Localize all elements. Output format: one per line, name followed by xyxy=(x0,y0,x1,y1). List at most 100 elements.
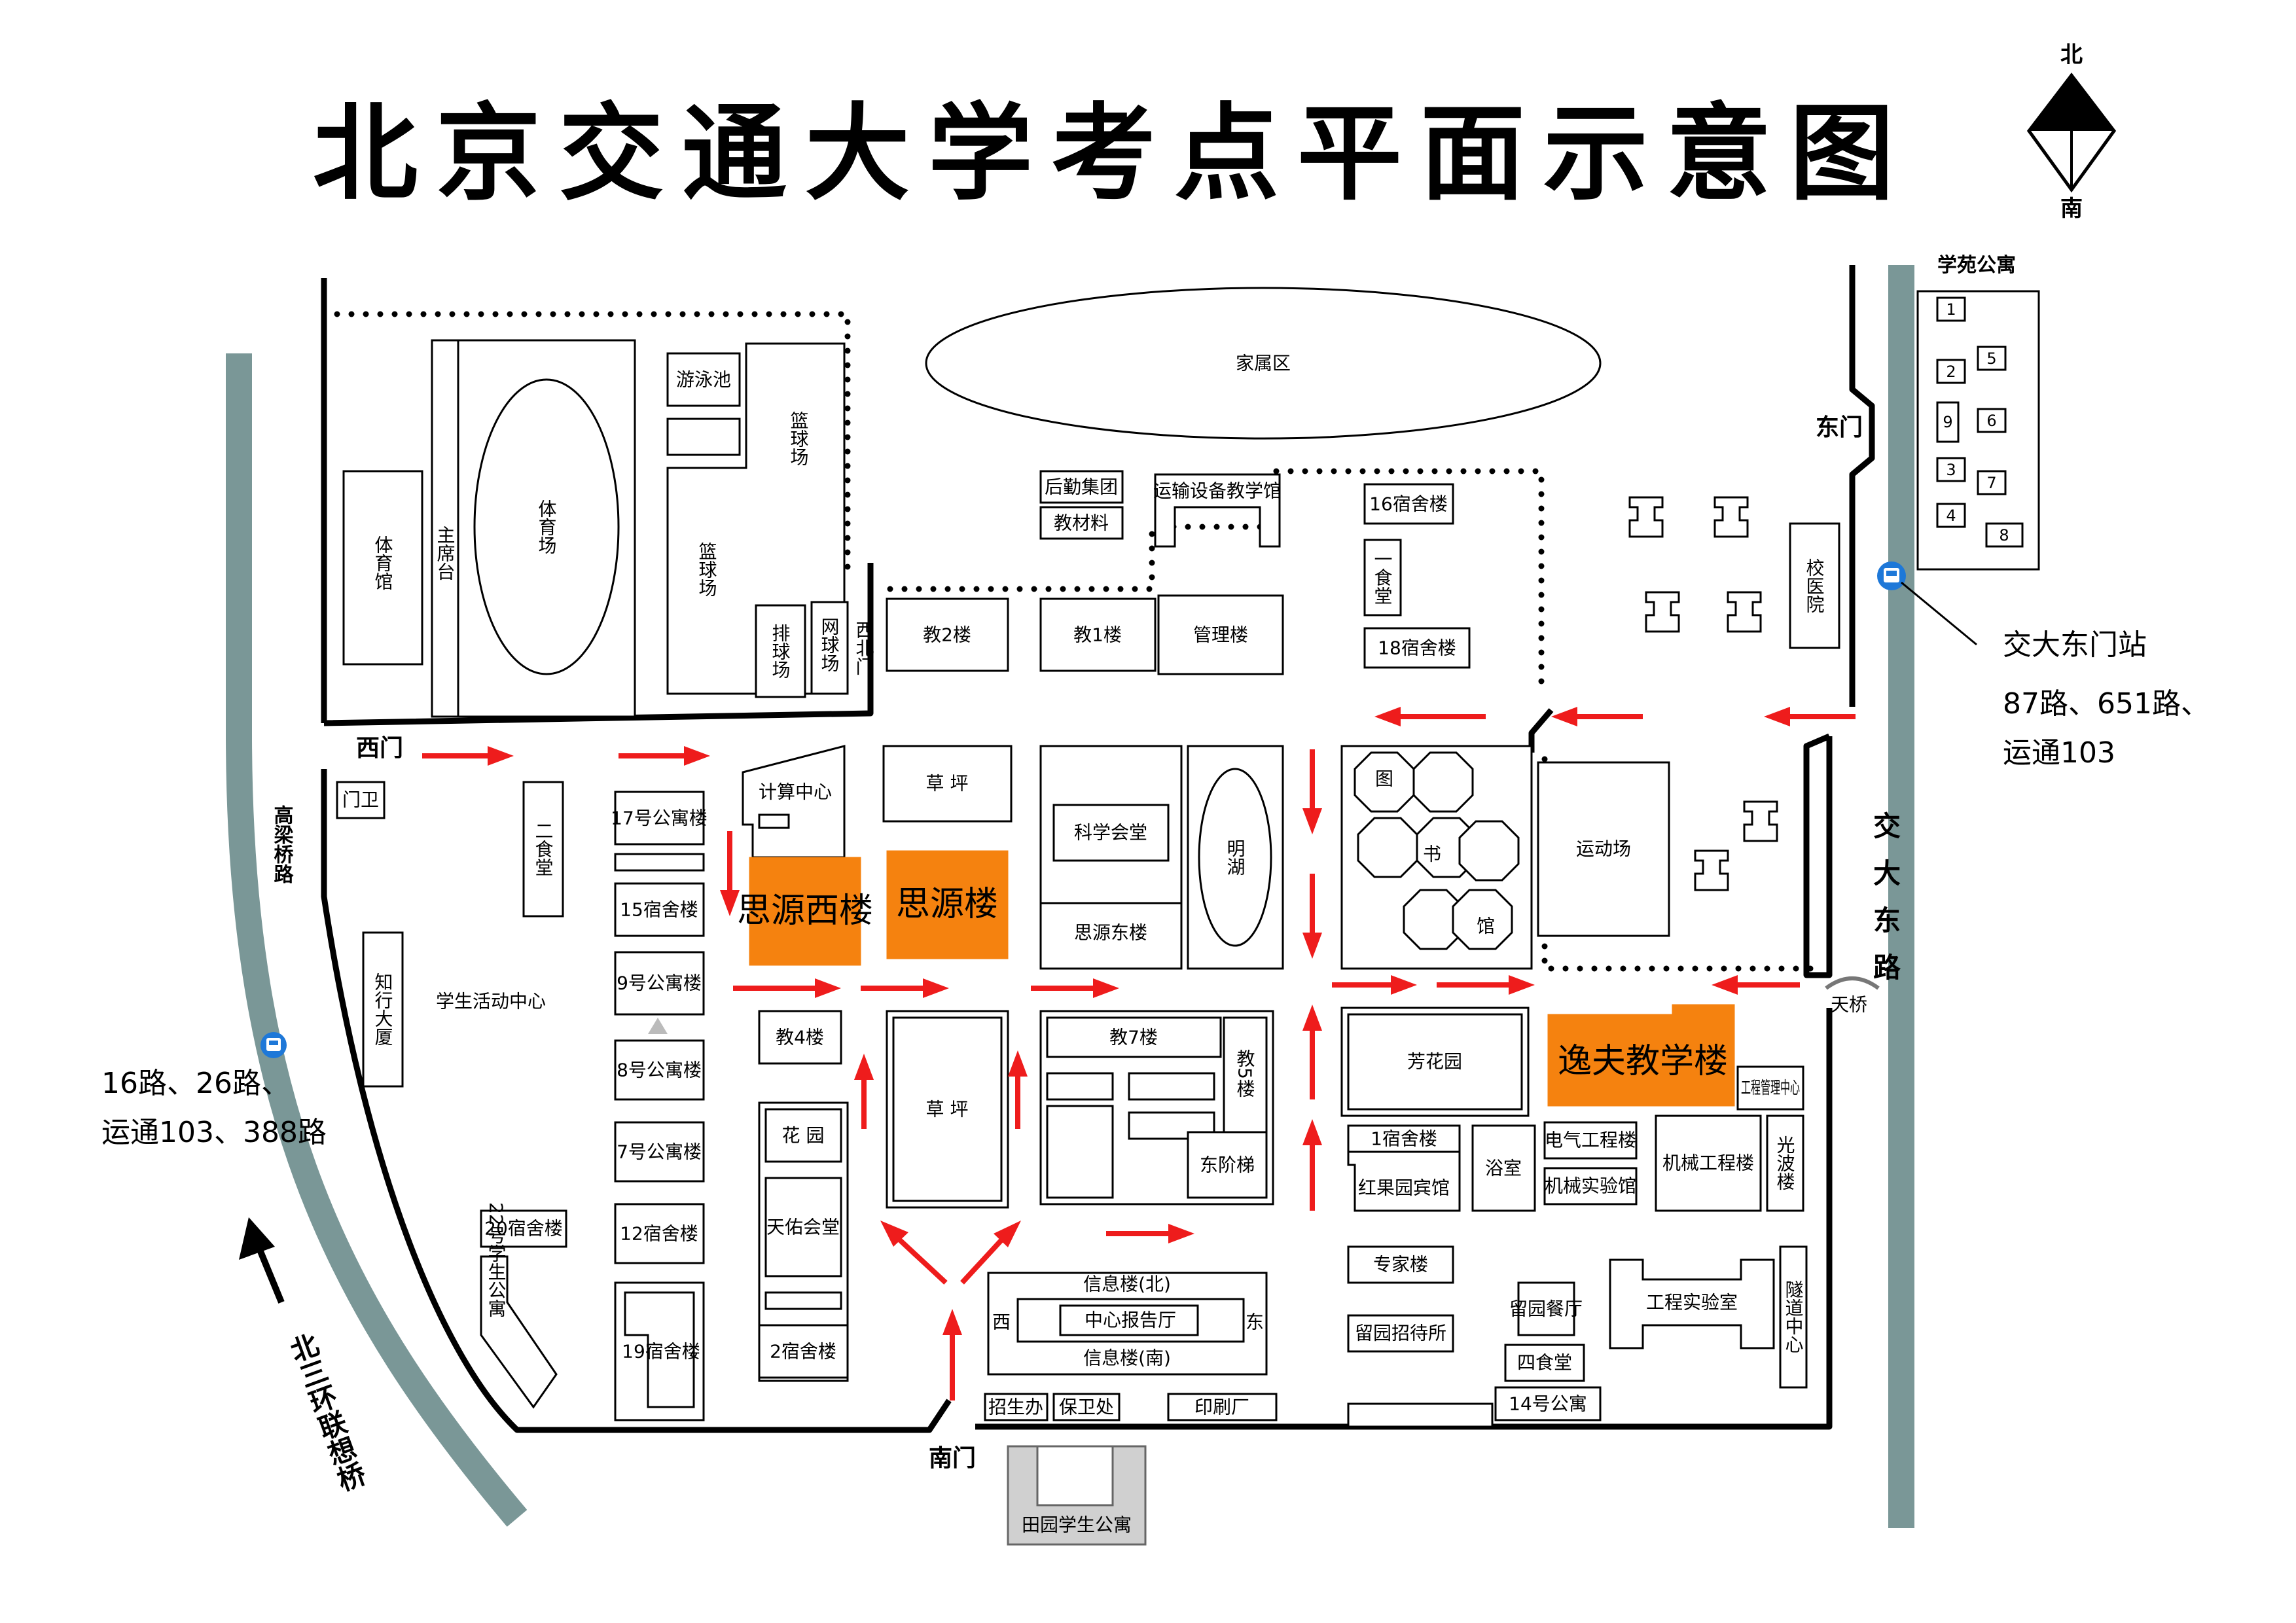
route-arrow xyxy=(720,831,740,916)
zhixing-label: 知行大厦 xyxy=(372,972,394,1046)
minghu-label: 明湖 xyxy=(1225,839,1246,876)
lawn-south-label: 草 坪 xyxy=(926,1099,969,1120)
jiao1-label: 教1楼 xyxy=(1073,624,1122,646)
xueyuan-unit-2: 2 xyxy=(1946,363,1956,381)
mechanical-building xyxy=(1655,1115,1762,1212)
apt17 xyxy=(614,791,705,846)
east-bus-station-label: 交大东门站 xyxy=(2003,628,2147,662)
route-arrow xyxy=(1712,975,1800,995)
yifu-building xyxy=(1547,1004,1735,1107)
route-arrow xyxy=(1332,975,1417,995)
canteen2 xyxy=(522,781,564,918)
dorm2-label: 2宿舍楼 xyxy=(770,1341,836,1363)
xueyuan-unit-4: 4 xyxy=(1946,507,1956,525)
transport-hall xyxy=(1154,473,1281,548)
eng-mgmt-label: 工程管理中心 xyxy=(1741,1079,1800,1098)
sports-field xyxy=(1537,761,1670,937)
dorm20 xyxy=(480,1209,567,1248)
northwest-gate-label: 西北门 xyxy=(853,620,875,675)
xueyuan-apartments xyxy=(1916,290,2040,571)
dorm12 xyxy=(614,1203,705,1264)
stadium-track xyxy=(473,378,620,675)
north-third-ring-label: 北三环联想桥 xyxy=(283,1330,369,1496)
siyuan-building xyxy=(886,850,1009,959)
basketball-label-2: 篮球场 xyxy=(696,542,718,597)
compass-north-label: 北 xyxy=(2060,42,2083,68)
mechanical-label: 机械工程楼 xyxy=(1662,1152,1754,1174)
skybridge-icon xyxy=(1825,976,1880,990)
guard-room xyxy=(336,781,386,819)
logistics-label: 后勤集团 xyxy=(1045,476,1118,498)
route-arrow xyxy=(1008,1050,1028,1129)
pool-annex xyxy=(666,418,741,456)
route-arrow xyxy=(733,978,841,998)
apt7 xyxy=(614,1121,705,1183)
siyuan-east-label: 思源东楼 xyxy=(1074,922,1147,944)
siyuan-west-building xyxy=(749,857,861,966)
route-arrow xyxy=(854,1054,874,1129)
dorm15-label: 15宿舍楼 xyxy=(620,899,698,921)
dorm16 xyxy=(1363,483,1454,525)
west-bus-lines-2: 运通103、388路 xyxy=(101,1116,327,1149)
east-stair-label: 东阶梯 xyxy=(1200,1154,1255,1176)
dorm18-label: 18宿舍楼 xyxy=(1378,637,1456,659)
route-arrow xyxy=(619,746,710,766)
dorm19-label: 19宿舍楼 xyxy=(622,1341,700,1363)
apt9 xyxy=(614,951,705,1016)
jiao7-wing-3 xyxy=(1046,1105,1114,1199)
printing-label: 印刷厂 xyxy=(1194,1397,1249,1418)
admissions-office xyxy=(984,1393,1049,1421)
jiao7-building xyxy=(1046,1016,1222,1058)
route-arrow xyxy=(1302,1119,1322,1211)
map-title: 北京交通大学考点平面示意图 xyxy=(313,92,1912,215)
school-hospital-label: 校医院 xyxy=(1804,558,1825,613)
liuyuan-hotel xyxy=(1347,1314,1454,1353)
student-center-label: 学生活动中心 xyxy=(436,991,546,1012)
apt14-label: 14号公寓 xyxy=(1509,1393,1587,1415)
guard-room-label: 门卫 xyxy=(342,789,379,811)
liuyuan-hotel-label: 留园招待所 xyxy=(1355,1323,1446,1344)
east-bus-lines-1: 87路、651路、 xyxy=(2003,687,2210,721)
xueyuan-unit-3: 3 xyxy=(1946,461,1956,479)
tunnel-center xyxy=(1779,1245,1808,1389)
library-label-1: 图 xyxy=(1375,768,1393,790)
eng-mgmt-center xyxy=(1736,1065,1804,1111)
canteen1-label: 一食堂 xyxy=(1372,550,1393,605)
security-label: 保卫处 xyxy=(1059,1397,1114,1418)
canteen4 xyxy=(1504,1344,1585,1382)
report-hall-label: 中心报告厅 xyxy=(1085,1310,1176,1331)
route-arrow xyxy=(1031,978,1119,998)
route-arrow xyxy=(861,978,949,998)
library-label-3: 馆 xyxy=(1477,916,1495,937)
route-arrow xyxy=(1302,1005,1322,1099)
liuyuan-canteen xyxy=(1517,1281,1575,1336)
info-north-label: 信息楼(北) xyxy=(1083,1274,1171,1295)
route-arrow xyxy=(1106,1224,1194,1243)
mech-lab-label: 机械实验馆 xyxy=(1545,1175,1636,1197)
jiao4-label: 教4楼 xyxy=(776,1027,824,1048)
gym xyxy=(342,470,423,666)
grandstand xyxy=(431,339,459,718)
east-bus-stop-icon xyxy=(1877,562,1906,590)
report-hall-core xyxy=(1059,1304,1199,1336)
route-arrow xyxy=(880,1221,948,1285)
tianyou-hall xyxy=(764,1177,842,1277)
computing-label: 计算中心 xyxy=(759,781,832,803)
yifu-label: 逸夫教学楼 xyxy=(1558,1042,1728,1081)
jiao5-label: 教5楼 xyxy=(1234,1049,1256,1097)
east-stair-hall xyxy=(1187,1131,1268,1199)
school-hospital xyxy=(1789,522,1840,649)
zhixing-building xyxy=(362,931,404,1088)
swimming-pool-label: 游泳池 xyxy=(676,369,731,391)
siyuan-label: 思源楼 xyxy=(896,885,998,924)
east-bus-stop-leader xyxy=(1901,581,1977,646)
lawn-south-inner xyxy=(892,1016,1003,1202)
triangle-marker-icon xyxy=(648,1018,668,1034)
science-hall xyxy=(1052,804,1170,862)
east-bus-lines-2: 运通103 xyxy=(2003,736,2115,770)
hongguo-hotel xyxy=(1347,1150,1461,1212)
jiao7-wing-2 xyxy=(1128,1072,1215,1101)
electrical-building xyxy=(1543,1121,1638,1160)
mech-lab xyxy=(1543,1167,1638,1205)
